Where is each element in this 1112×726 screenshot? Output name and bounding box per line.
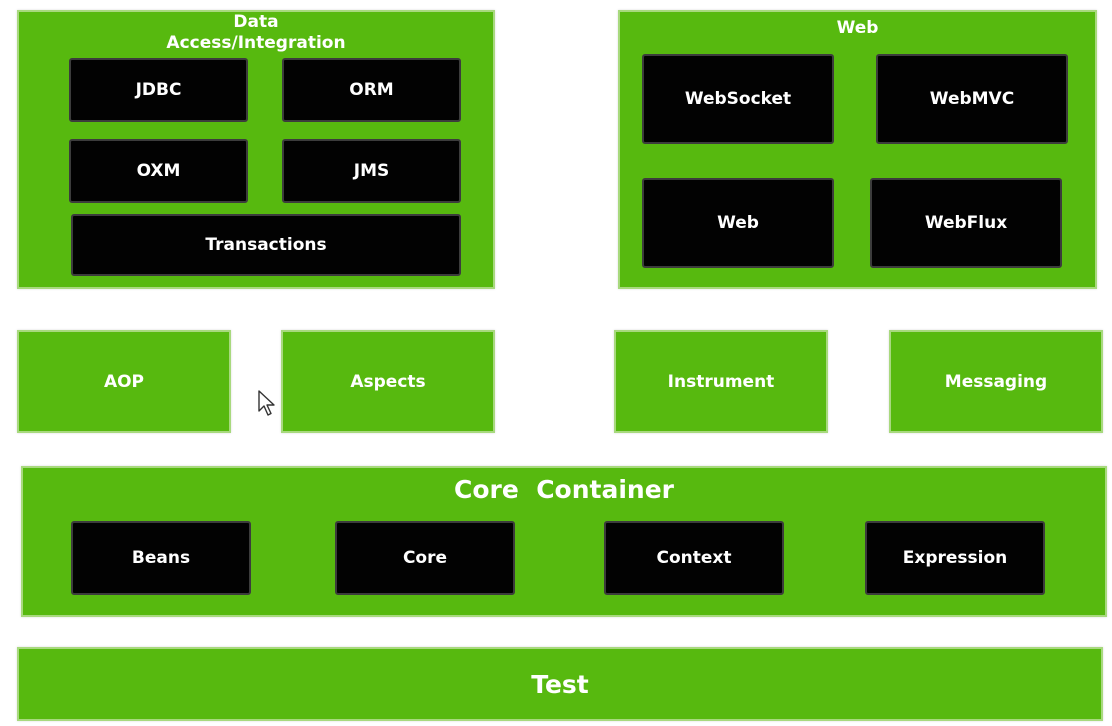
module-orm: ORM <box>282 58 461 122</box>
module-transactions: Transactions <box>71 214 461 276</box>
module-aop: AOP <box>17 330 231 433</box>
module-oxm: OXM <box>69 139 248 203</box>
module-test: Test <box>17 647 1103 721</box>
core-container-group: Core Container Beans Core Context Expres… <box>21 466 1107 617</box>
module-context: Context <box>604 521 784 595</box>
web-title: Web <box>836 18 879 38</box>
data-access-title-line1: Data <box>233 12 279 32</box>
web-group: Web WebSocket WebMVC Web WebFlux <box>618 10 1097 289</box>
module-core: Core <box>335 521 515 595</box>
data-access-title-line2: Access/Integration <box>166 33 346 53</box>
module-messaging: Messaging <box>889 330 1103 433</box>
module-web: Web <box>642 178 834 268</box>
module-expression: Expression <box>865 521 1045 595</box>
module-instrument: Instrument <box>614 330 828 433</box>
core-container-title: Core Container <box>453 475 674 504</box>
module-websocket: WebSocket <box>642 54 834 144</box>
module-aspects: Aspects <box>281 330 495 433</box>
mouse-pointer-icon <box>258 390 278 422</box>
module-jdbc: JDBC <box>69 58 248 122</box>
module-webmvc: WebMVC <box>876 54 1068 144</box>
module-webflux: WebFlux <box>870 178 1062 268</box>
data-access-integration-group: Data Access/Integration JDBC ORM OXM JMS… <box>17 10 495 289</box>
module-beans: Beans <box>71 521 251 595</box>
module-jms: JMS <box>282 139 461 203</box>
